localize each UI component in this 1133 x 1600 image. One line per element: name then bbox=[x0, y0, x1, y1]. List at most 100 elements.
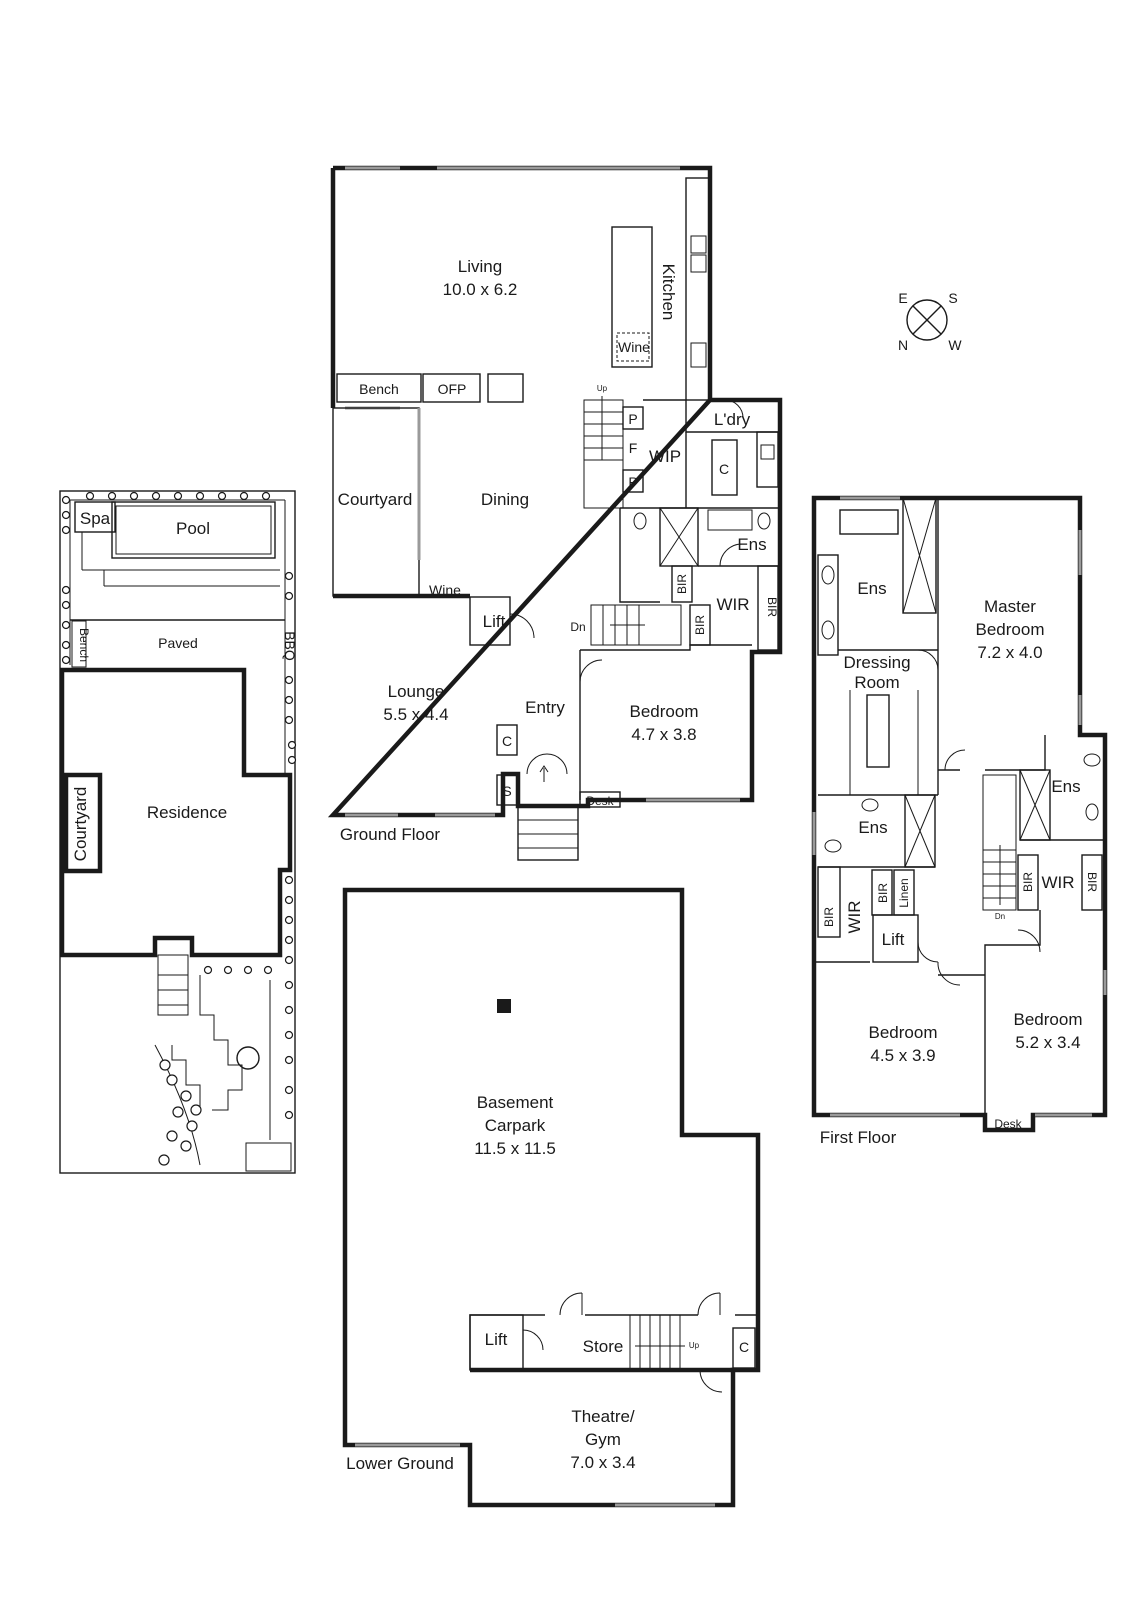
lounge-label: Lounge bbox=[388, 682, 445, 701]
compass-w: W bbox=[948, 337, 962, 353]
bir-label-3: BIR bbox=[693, 615, 707, 635]
wine-cabinet-label: Wine bbox=[618, 339, 650, 355]
bir-c-label: BIR bbox=[1021, 872, 1035, 892]
bbq-label: BBQ bbox=[282, 631, 298, 661]
site-courtyard-label: Courtyard bbox=[71, 787, 90, 862]
spa-label: Spa bbox=[80, 509, 111, 528]
wine-label: Wine bbox=[429, 582, 461, 598]
first-lift bbox=[872, 914, 919, 963]
lower-ground: Basement Carpark 11.5 x 11.5 Lift Store … bbox=[342, 887, 761, 1508]
lower-lift-label: Lift bbox=[485, 1330, 508, 1349]
desk-label: Desk bbox=[586, 794, 614, 808]
ens-label: Ens bbox=[737, 535, 766, 554]
compass-s: S bbox=[948, 290, 957, 306]
ground-outline bbox=[327, 397, 783, 818]
front-steps bbox=[517, 805, 579, 861]
kitchen-label: Kitchen bbox=[659, 264, 678, 321]
residence-outline bbox=[59, 667, 293, 958]
ensuite-3-label: Ens bbox=[1051, 777, 1080, 796]
pantry-label-2: P bbox=[628, 474, 637, 490]
site-plan: Spa Pool Paved Bench BBQ Residence Court… bbox=[59, 490, 298, 1174]
dressing-room-label: Room bbox=[854, 673, 899, 692]
bedroom-right-dim: 5.2 x 3.4 bbox=[1015, 1033, 1080, 1052]
bench-label: Bench bbox=[359, 381, 399, 397]
carpark-label-1: Basement bbox=[477, 1093, 554, 1112]
laundry-label: L'dry bbox=[714, 410, 751, 429]
carpark-label-2: Carpark bbox=[485, 1116, 546, 1135]
bench bbox=[71, 620, 87, 668]
wir-b-label: WIR bbox=[1041, 873, 1074, 892]
laundry-cupboard-label: C bbox=[719, 461, 729, 477]
wir-a-label: WIR bbox=[845, 900, 864, 933]
sink bbox=[690, 235, 707, 254]
dn-label: Dn bbox=[570, 620, 585, 634]
compass-n: N bbox=[898, 337, 908, 353]
pantry-label-1: P bbox=[628, 411, 637, 427]
master-ensuite-label: Ens bbox=[857, 579, 886, 598]
paved-label: Paved bbox=[158, 635, 198, 651]
bir-b-label: BIR bbox=[876, 883, 890, 903]
ensuite-2-label: Ens bbox=[858, 818, 887, 837]
cooktop bbox=[690, 342, 707, 368]
ground-floor: Living 10.0 x 6.2 Wine Kitchen Bench OFP… bbox=[327, 165, 783, 861]
compass-ring bbox=[906, 299, 948, 341]
up-label: Up bbox=[597, 384, 608, 393]
bir-d-label: BIR bbox=[1085, 872, 1099, 892]
spa bbox=[74, 501, 116, 533]
bedroom-right-label: Bedroom bbox=[1014, 1010, 1083, 1029]
wip-label: WIP bbox=[649, 447, 681, 466]
site-courtyard bbox=[63, 772, 103, 874]
bench bbox=[336, 373, 422, 403]
bir-a-label: BIR bbox=[822, 907, 836, 927]
compass-e: E bbox=[898, 290, 907, 306]
lower-outline bbox=[342, 887, 761, 1508]
pool-label: Pool bbox=[176, 519, 210, 538]
ofp-label: OFP bbox=[438, 381, 467, 397]
carpark-dim: 11.5 x 11.5 bbox=[474, 1139, 556, 1158]
ground-floor-title: Ground Floor bbox=[340, 825, 440, 844]
lower-lift bbox=[469, 1314, 524, 1371]
first-floor: Ens Dressing Room Master Bedroom 7.2 x 4… bbox=[811, 495, 1108, 1147]
lounge-dim: 5.5 x 4.4 bbox=[383, 705, 448, 724]
lower-up-label: Up bbox=[689, 1341, 700, 1350]
compass: E S N W bbox=[898, 290, 962, 353]
stairs-down bbox=[590, 604, 682, 646]
master-label: Master bbox=[984, 597, 1036, 616]
plant-dots bbox=[61, 491, 297, 1166]
master-bedroom-label: Bedroom bbox=[976, 620, 1045, 639]
bedroom-left-label: Bedroom bbox=[869, 1023, 938, 1042]
living-label: Living bbox=[458, 257, 502, 276]
lower-ground-title: Lower Ground bbox=[346, 1454, 454, 1473]
dressing-label: Dressing bbox=[843, 653, 910, 672]
first-dn-label: Dn bbox=[995, 912, 1005, 921]
linen-label: Linen bbox=[897, 878, 911, 907]
entry-cupboard-label: C bbox=[502, 733, 512, 749]
bedroom-left-dim: 4.5 x 3.9 bbox=[870, 1046, 935, 1065]
master-dim: 7.2 x 4.0 bbox=[977, 643, 1042, 662]
theatre-dim: 7.0 x 3.4 bbox=[570, 1453, 635, 1472]
entry-label: Entry bbox=[525, 698, 565, 717]
wir-label: WIR bbox=[716, 595, 749, 614]
first-desk-label: Desk bbox=[994, 1117, 1022, 1131]
column bbox=[497, 999, 511, 1013]
courtyard-label: Courtyard bbox=[338, 490, 413, 509]
living-dim: 10.0 x 6.2 bbox=[443, 280, 518, 299]
lift-label: Lift bbox=[483, 612, 506, 631]
tree bbox=[236, 1046, 260, 1070]
kitchen-island bbox=[611, 226, 653, 368]
site-bench-label: Bench bbox=[77, 628, 91, 662]
entry-store-label: S bbox=[502, 783, 511, 799]
bir-label-2: BIR bbox=[765, 597, 779, 617]
lift bbox=[469, 596, 511, 646]
stairs-up bbox=[583, 399, 624, 509]
lower-stairs bbox=[629, 1314, 681, 1371]
fridge-label: F bbox=[629, 440, 638, 456]
first-floor-title: First Floor bbox=[820, 1128, 897, 1147]
pool bbox=[111, 501, 276, 559]
residence-label: Residence bbox=[147, 803, 227, 822]
first-lift-label: Lift bbox=[882, 930, 905, 949]
theatre-label-1: Theatre/ bbox=[571, 1407, 635, 1426]
site-boundary bbox=[59, 490, 296, 1174]
bath bbox=[839, 509, 899, 535]
